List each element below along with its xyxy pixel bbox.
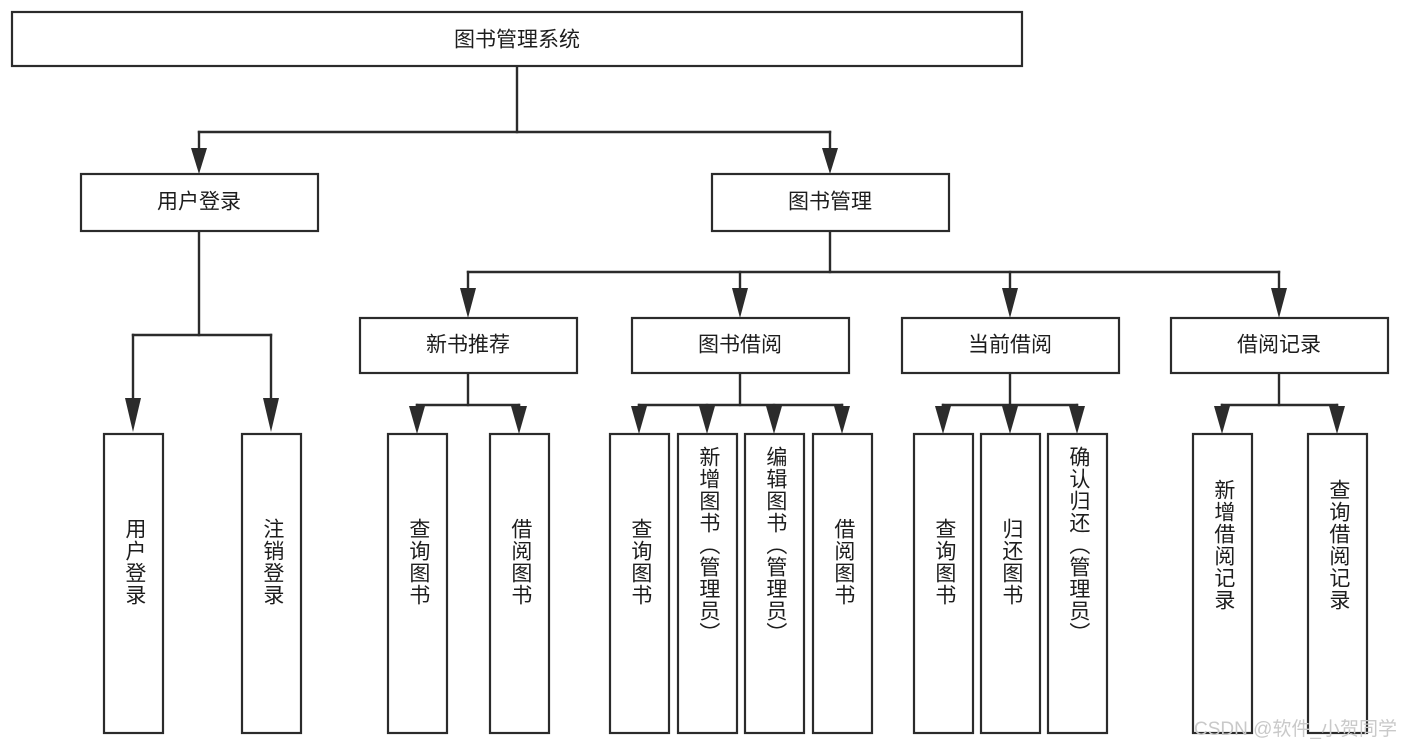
node-new-book-recommend-box[interactable] [358,316,579,375]
leaf-boxes-group [102,432,1369,735]
node-book-manage-box[interactable] [710,172,951,233]
arrow-user-login-c0 [125,398,141,432]
arrow-nbr-c0 [409,406,425,434]
node-new-book-recommend-label: 新书推荐 [426,334,510,357]
node-current-borrow-label: 当前借阅 [968,334,1052,357]
leaf-box-tsjy-1[interactable] [676,432,739,735]
node-root[interactable]: 图书管理系统 [10,10,1024,68]
arrow-tsjy-c2 [766,406,782,434]
node-root-label: 图书管理系统 [454,29,580,52]
leaf-box-tsjy-2[interactable] [743,432,806,735]
node-book-manage-label: 图书管理 [788,191,872,214]
arrow-dqjy-c0 [935,406,951,434]
arrow-to-book-manage [822,148,838,174]
leaf-box-nbr-1[interactable] [488,432,551,735]
arrow-dqjy-c2 [1069,406,1085,434]
node-book-borrow-box[interactable] [630,316,851,375]
leaf-box-dqjy-0[interactable] [912,432,975,735]
leaf-box-tsjy-0[interactable] [608,432,671,735]
leaf-box-dqjy-2[interactable] [1046,432,1109,735]
arrow-user-login-c1 [263,398,279,432]
leaf-box-tsjy-3[interactable] [811,432,874,735]
node-borrow-record-box[interactable] [1169,316,1390,375]
node-book-borrow[interactable]: 图书借阅 [630,316,851,375]
node-user-login-label: 用户登录 [157,191,241,214]
arrow-bm-c2 [1002,288,1018,318]
arrow-tsjy-c0 [631,406,647,434]
arrow-jyjl-c0 [1214,406,1230,434]
leaf-box-user-login-0[interactable] [102,432,165,735]
arrow-nbr-c1 [511,406,527,434]
node-new-book-recommend[interactable]: 新书推荐 [358,316,579,375]
node-borrow-record-label: 借阅记录 [1237,334,1321,357]
arrow-jyjl-c1 [1329,406,1345,434]
arrow-tsjy-c3 [834,406,850,434]
edges-group [125,64,1345,434]
leaf-box-nbr-0[interactable] [386,432,449,735]
node-book-manage[interactable]: 图书管理 [710,172,951,233]
arrow-tsjy-c1 [699,406,715,434]
arrow-bm-c3 [1271,288,1287,318]
arrow-bm-c0 [460,288,476,318]
leaf-box-user-login-1[interactable] [240,432,303,735]
leaf-box-jyjl-0[interactable] [1191,432,1254,735]
leaf-box-jyjl-1[interactable] [1306,432,1369,735]
leaf-box-dqjy-1[interactable] [979,432,1042,735]
node-root-box[interactable] [10,10,1024,68]
node-user-login-box[interactable] [79,172,320,233]
arrow-to-user-login [191,148,207,174]
arrow-bm-c1 [732,288,748,318]
arrow-dqjy-c1 [1002,406,1018,434]
node-user-login[interactable]: 用户登录 [79,172,320,233]
node-current-borrow-box[interactable] [900,316,1121,375]
node-current-borrow[interactable]: 当前借阅 [900,316,1121,375]
node-book-borrow-label: 图书借阅 [698,334,782,357]
node-borrow-record[interactable]: 借阅记录 [1169,316,1390,375]
